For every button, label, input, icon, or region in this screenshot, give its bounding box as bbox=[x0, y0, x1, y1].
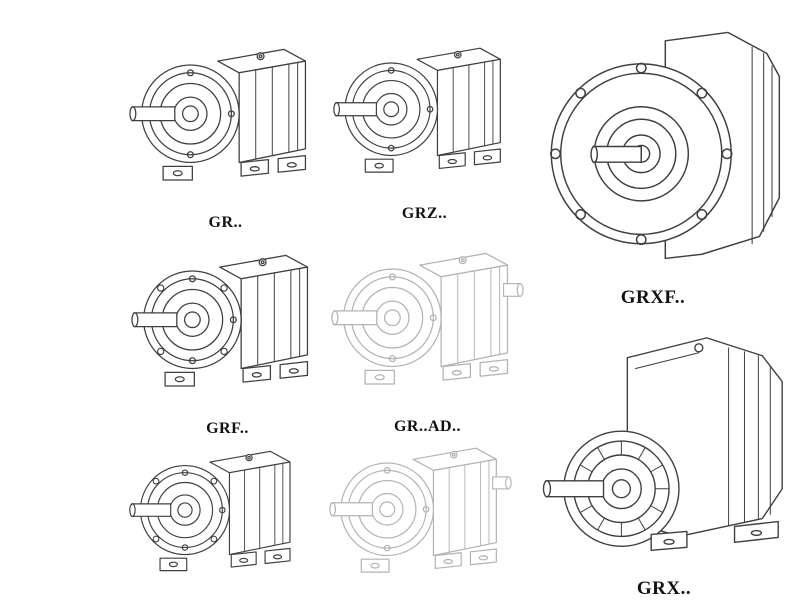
figure-grx: GRX.. bbox=[540, 322, 800, 600]
gearbox-flange-mounted-drawing bbox=[545, 22, 800, 284]
label-grx: GRX.. bbox=[636, 578, 692, 600]
gearbox-motor-adapter-drawing bbox=[328, 426, 513, 600]
figure-gr-f: GR..F bbox=[128, 430, 306, 600]
label-grxf: GRXF.. bbox=[620, 286, 686, 308]
gearbox-large-foot-mounted-drawing bbox=[540, 322, 800, 575]
gearbox-foot-flange-drawing bbox=[128, 430, 306, 599]
label-grz: GRZ.. bbox=[401, 204, 448, 222]
label-grf: GRF.. bbox=[206, 420, 249, 438]
gearbox-input-adapter-drawing bbox=[330, 230, 525, 415]
gearbox-foot-mounted-z-drawing bbox=[332, 26, 517, 202]
label-gr: GR.. bbox=[208, 214, 243, 232]
figure-grxf: GRXF.. bbox=[545, 22, 800, 309]
figure-gr-ad: GR..AD.. bbox=[330, 230, 525, 436]
figure-grf: GRF.. bbox=[130, 232, 325, 438]
label-gr-ad: GR..AD.. bbox=[393, 418, 462, 436]
gearbox-flange-foot-drawing bbox=[130, 232, 325, 417]
figure-gr: GR.. bbox=[128, 26, 323, 232]
gearbox-foot-mounted-drawing bbox=[128, 26, 323, 211]
figure-grz: GRZ.. bbox=[332, 26, 517, 223]
figure-gr-am: GR..AM.. bbox=[328, 426, 513, 600]
